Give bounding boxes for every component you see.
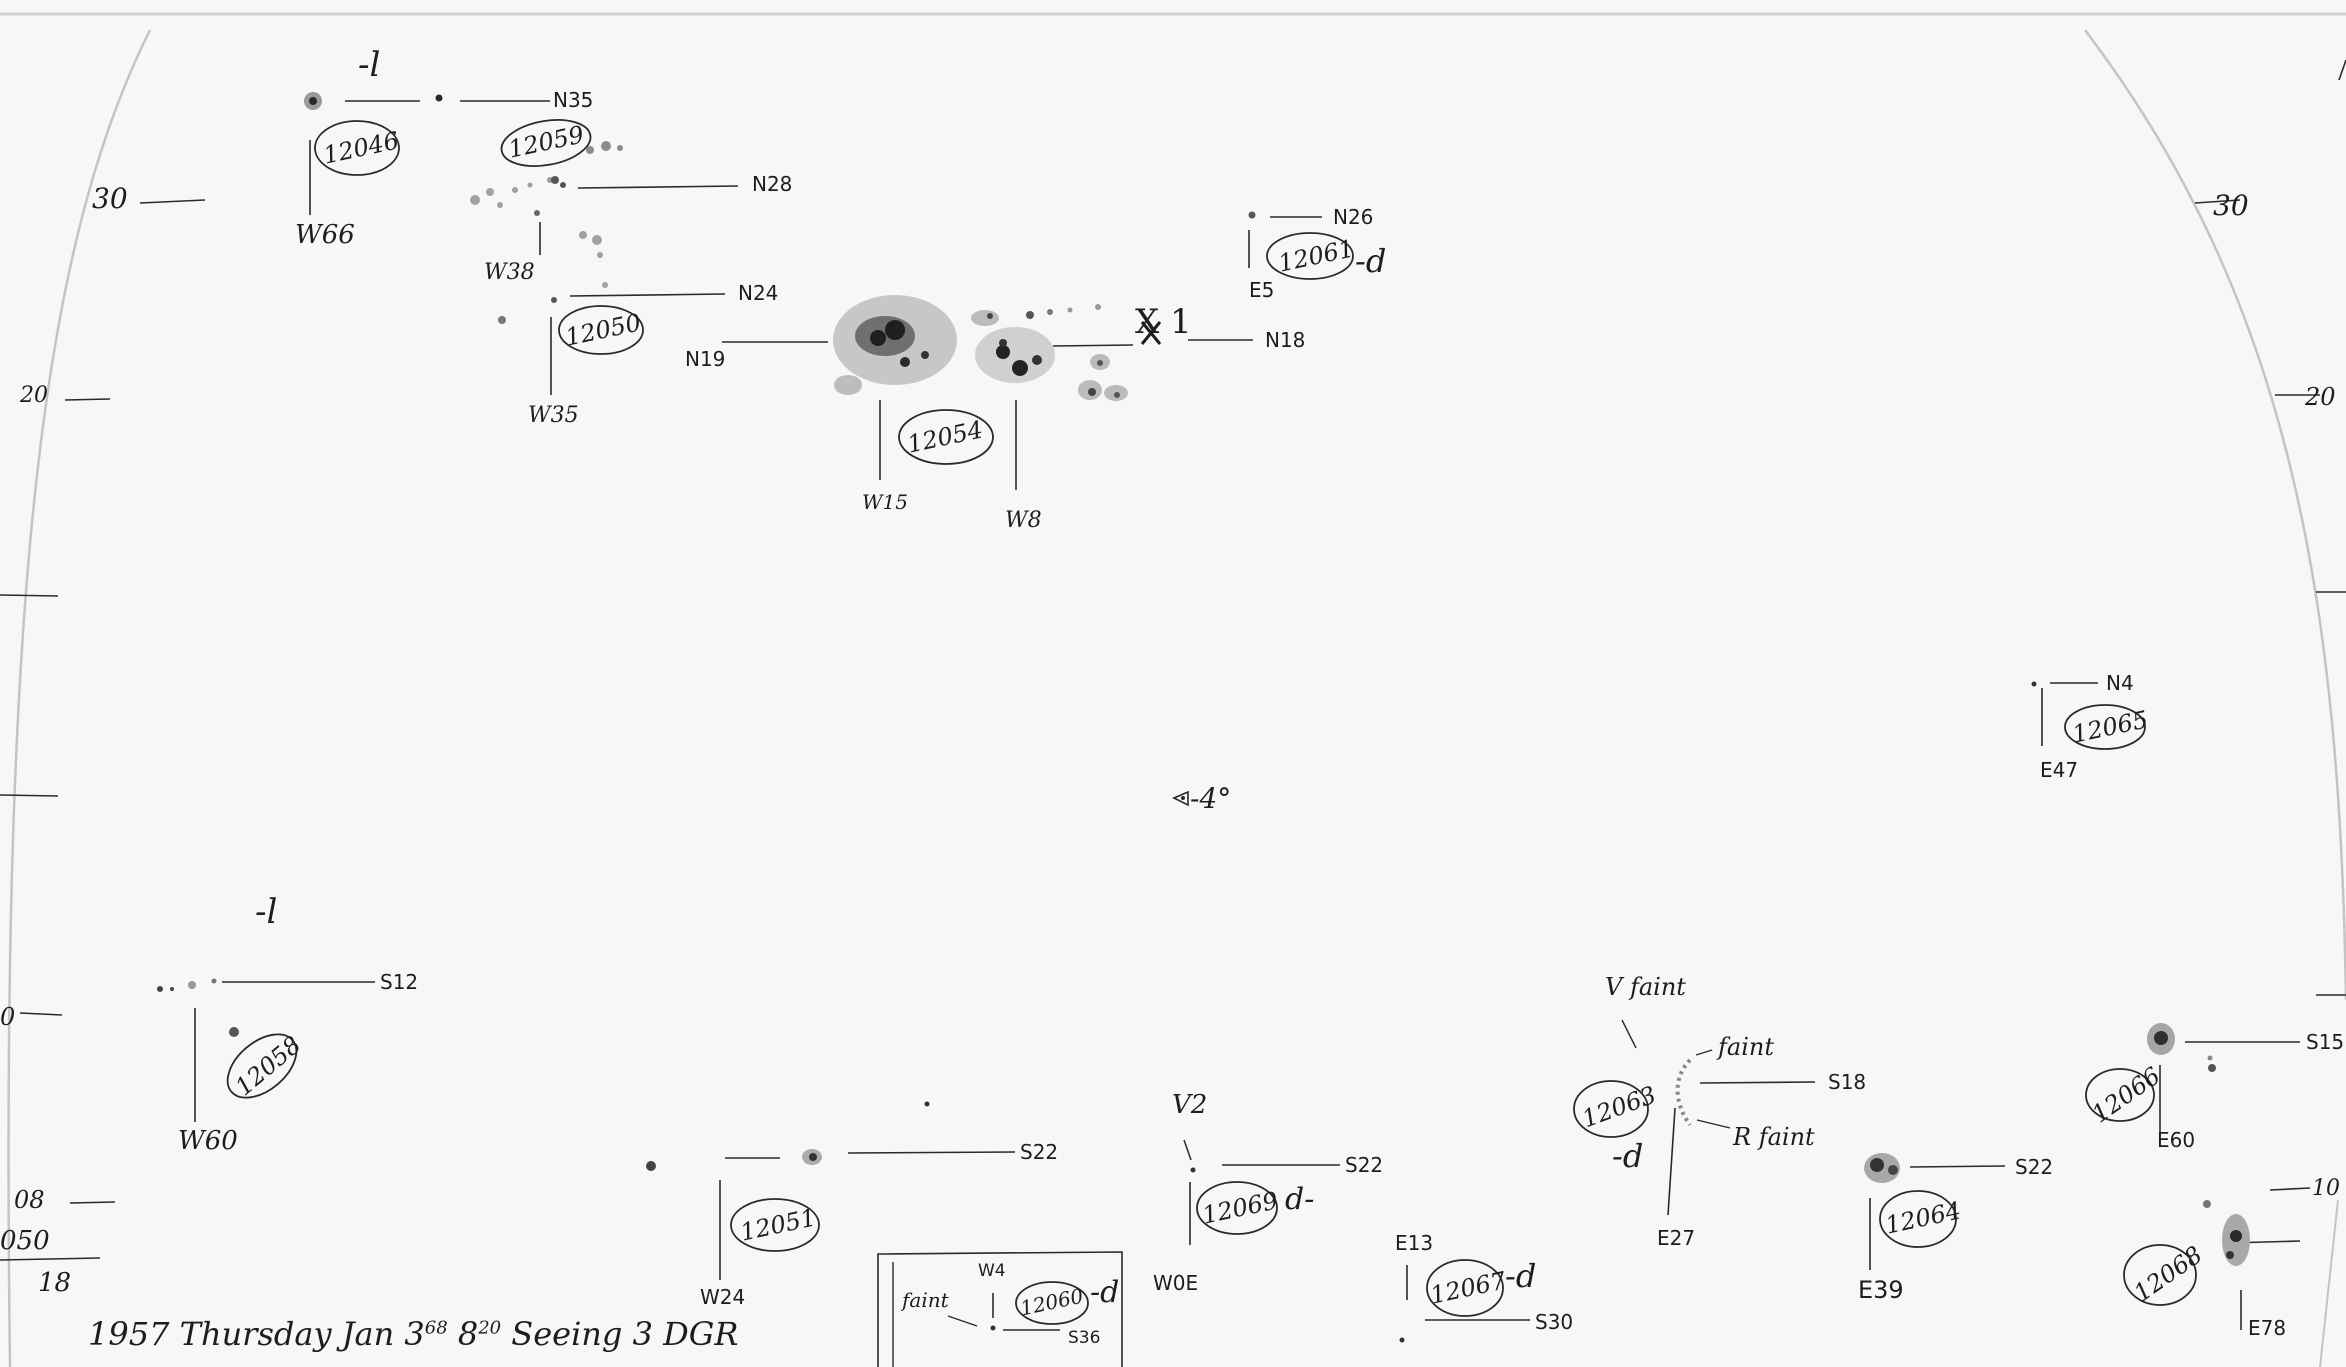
footer-initials: DGR bbox=[663, 1315, 739, 1353]
region-12069-note: d- bbox=[1285, 1182, 1315, 1217]
region-12061 bbox=[1248, 211, 1354, 280]
region-n28-lat: N28 bbox=[752, 172, 793, 196]
left-edge-ticks bbox=[0, 199, 206, 1261]
region-12063-extra2: faint bbox=[1718, 1033, 1774, 1061]
region-12054-lon2: W8 bbox=[1005, 508, 1042, 533]
region-12058-lon: W60 bbox=[178, 1126, 238, 1156]
left-tick-18: 18 bbox=[38, 1268, 72, 1298]
region-12054-lat2: N18 bbox=[1265, 328, 1306, 352]
region-12054-lon: W15 bbox=[862, 490, 909, 514]
region-12046-lon: W66 bbox=[295, 220, 355, 250]
left-tick-08: 08 bbox=[14, 1186, 45, 1214]
region-12061-lon: E5 bbox=[1249, 278, 1275, 302]
region-12051 bbox=[646, 1101, 1016, 1280]
footer-time-sup: 20 bbox=[478, 1317, 502, 1339]
region-12069-lon: W0E bbox=[1153, 1271, 1199, 1295]
observation-footer: 1957 Thursday Jan 368 820 Seeing 3 DGR bbox=[88, 1315, 738, 1353]
region-12067 bbox=[1399, 1259, 1530, 1343]
left-tick-050: 050 bbox=[0, 1226, 50, 1256]
region-12051-lon: W24 bbox=[700, 1285, 746, 1309]
left-tick-30: 30 bbox=[92, 182, 128, 215]
region-12063-lat: S18 bbox=[1828, 1070, 1867, 1094]
region-12060-lat: S36 bbox=[1068, 1328, 1101, 1348]
region-12069-extra: V2 bbox=[1172, 1090, 1208, 1120]
solar-limb-right-lower bbox=[2319, 1199, 2339, 1367]
region-12067-lat: S30 bbox=[1535, 1310, 1574, 1334]
footer-seeing: Seeing 3 bbox=[511, 1315, 653, 1353]
region-12069-lat: S22 bbox=[1345, 1153, 1384, 1177]
region-12066-lat: S15 bbox=[2306, 1030, 2345, 1054]
region-12069 bbox=[1183, 1139, 1340, 1245]
flare-marker-label: X 1 bbox=[1135, 302, 1192, 342]
right-tick-20: 20 bbox=[2305, 383, 2336, 411]
footer-time: 8 bbox=[457, 1315, 479, 1353]
region-12050 bbox=[498, 293, 726, 395]
region-12046-note: -l bbox=[358, 45, 381, 85]
region-12063-lon: E27 bbox=[1657, 1226, 1696, 1250]
region-12064-lon: E39 bbox=[1858, 1276, 1904, 1304]
footer-date-sup: 68 bbox=[424, 1317, 448, 1339]
center-marker-label: -4° bbox=[1190, 782, 1232, 815]
region-12051-lat: S22 bbox=[1020, 1140, 1059, 1164]
region-12061-lat: N26 bbox=[1333, 205, 1374, 229]
region-12066 bbox=[2085, 1023, 2300, 1132]
solar-limb-right bbox=[2084, 29, 2346, 1001]
region-12046 bbox=[304, 92, 550, 215]
region-12054 bbox=[722, 295, 1253, 490]
region-12063-extra: V faint bbox=[1605, 973, 1686, 1001]
region-12067-note: -d bbox=[1505, 1257, 1537, 1295]
region-12058-note: -l bbox=[255, 892, 278, 932]
region-12046-lat: N35 bbox=[553, 88, 594, 112]
left-tick-0: 0 bbox=[0, 1003, 16, 1031]
region-12067-lon: E13 bbox=[1395, 1231, 1434, 1255]
flare-marker bbox=[1140, 321, 1162, 345]
region-12065-lon: E47 bbox=[2040, 758, 2079, 782]
region-12066-lon: E60 bbox=[2157, 1128, 2196, 1152]
region-12065 bbox=[2031, 681, 2146, 750]
solar-limb-left bbox=[7, 29, 152, 1367]
region-12068 bbox=[2123, 1200, 2250, 1330]
region-12059 bbox=[470, 119, 739, 288]
footer-date: Jan 3 bbox=[341, 1315, 425, 1353]
region-12059-lon: W38 bbox=[484, 260, 535, 285]
region-12060-extra: faint bbox=[902, 1288, 949, 1312]
region-12068-lon: E78 bbox=[2248, 1316, 2287, 1340]
footer-year: 1957 bbox=[88, 1315, 170, 1353]
region-12063-note: -d bbox=[1612, 1137, 1644, 1175]
region-12060-note: -d bbox=[1090, 1275, 1120, 1310]
region-12058-lat: S12 bbox=[380, 970, 419, 994]
right-tick-10: 10 bbox=[2312, 1176, 2340, 1201]
center-marker bbox=[1172, 790, 1189, 807]
region-12060-lon: W4 bbox=[978, 1261, 1006, 1281]
region-12065-lat: N4 bbox=[2106, 671, 2134, 695]
region-12054-lat: N19 bbox=[685, 347, 726, 371]
region-12063 bbox=[1573, 1019, 1816, 1216]
region-12064-lat: S22 bbox=[2015, 1155, 2054, 1179]
footer-day: Thursday bbox=[179, 1315, 332, 1353]
region-12050-lat: N24 bbox=[738, 281, 779, 305]
region-12050-lon: W35 bbox=[528, 403, 579, 428]
region-12058 bbox=[157, 978, 375, 1122]
region-12061-note: -d bbox=[1355, 242, 1387, 280]
region-12064 bbox=[1864, 1153, 2006, 1270]
right-tick-30: 30 bbox=[2213, 189, 2249, 222]
region-12063-extra3: R faint bbox=[1733, 1123, 1815, 1151]
region-12060 bbox=[877, 1251, 1123, 1367]
left-tick-20: 20 bbox=[20, 383, 48, 408]
